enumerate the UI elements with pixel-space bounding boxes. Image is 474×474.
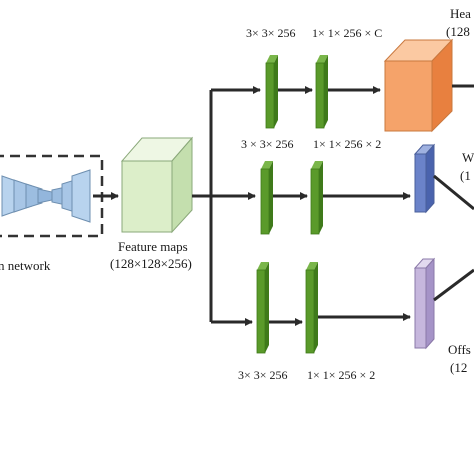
mid-conv-1x1 [310,161,323,235]
bottom-conv-1x1 [305,262,318,354]
offset-title: Offs [448,342,471,357]
wh-output-edge [433,174,474,211]
bottom-conv-3x3 [256,262,269,354]
backbone-network [0,154,104,238]
mid-conv1-label: 3 × 3× 256 [241,137,294,151]
offset-dims: (12 [450,360,467,375]
feature-maps-label: Feature maps [118,239,188,254]
top-conv2-label: 1× 1× 256 × C [312,26,382,40]
mid-conv2-label: 1× 1× 256 × 2 [313,137,381,151]
feature-maps-dims: (128×128×256) [110,256,192,271]
top-conv1-label: 3× 3× 256 [246,26,296,40]
backbone-label: n network [0,258,51,273]
top-conv-1x1 [315,55,328,129]
wh-title: W [462,150,474,165]
bottom-conv1-label: 3× 3× 256 [238,368,288,382]
offset-output-edge [433,268,474,302]
heatmap-title: Hea [450,6,471,21]
mid-conv-3x3 [260,161,273,235]
bottom-conv2-label: 1× 1× 256 × 2 [307,368,375,382]
wh-output-slab [413,143,436,214]
wh-dims: (1 [460,168,471,183]
feature-maps-cube [120,136,194,234]
top-conv-3x3 [265,55,278,129]
heatmap-output-cube [383,38,454,133]
heatmap-dims: (128 [446,24,470,39]
hourglass-icon [1,169,91,223]
offset-output-slab [413,257,436,350]
